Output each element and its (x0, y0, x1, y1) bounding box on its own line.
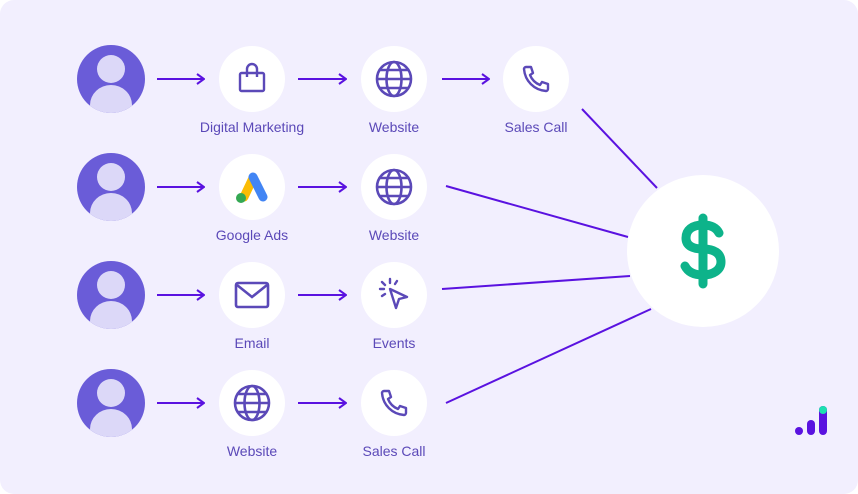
avatar-icon (77, 45, 145, 113)
avatar-icon (77, 261, 145, 329)
step-node (219, 262, 285, 328)
globe-icon (374, 167, 414, 207)
step-label: Events (372, 335, 416, 351)
step-node (361, 46, 427, 112)
step-node (361, 154, 427, 220)
cursor-click-icon (376, 277, 412, 313)
step-label: Google Ads (215, 227, 289, 243)
step-node (361, 262, 427, 328)
shopping-bag-icon (235, 62, 269, 96)
step-label: Sales Call (504, 119, 568, 135)
avatar-icon (77, 369, 145, 437)
link-row-4 (445, 308, 652, 404)
link-row-1 (581, 108, 658, 189)
globe-icon (232, 383, 272, 423)
globe-icon (374, 59, 414, 99)
step-node (219, 46, 285, 112)
step-label: Website (368, 119, 420, 135)
step-label: Website (368, 227, 420, 243)
step-label: Website (226, 443, 278, 459)
link-row-3 (441, 275, 631, 290)
step-label: Sales Call (362, 443, 426, 459)
google-ads-icon (232, 169, 272, 205)
phone-icon (378, 387, 410, 419)
mail-icon (234, 280, 270, 310)
step-node (503, 46, 569, 112)
brand-logo-icon (795, 406, 827, 435)
revenue-node (627, 175, 779, 327)
step-node (219, 154, 285, 220)
dollar-icon (680, 213, 726, 289)
step-label: Digital Marketing (199, 119, 305, 135)
step-label: Email (234, 335, 270, 351)
phone-icon (520, 63, 552, 95)
step-node (219, 370, 285, 436)
link-row-2 (445, 185, 629, 238)
avatar-icon (77, 153, 145, 221)
step-node (361, 370, 427, 436)
